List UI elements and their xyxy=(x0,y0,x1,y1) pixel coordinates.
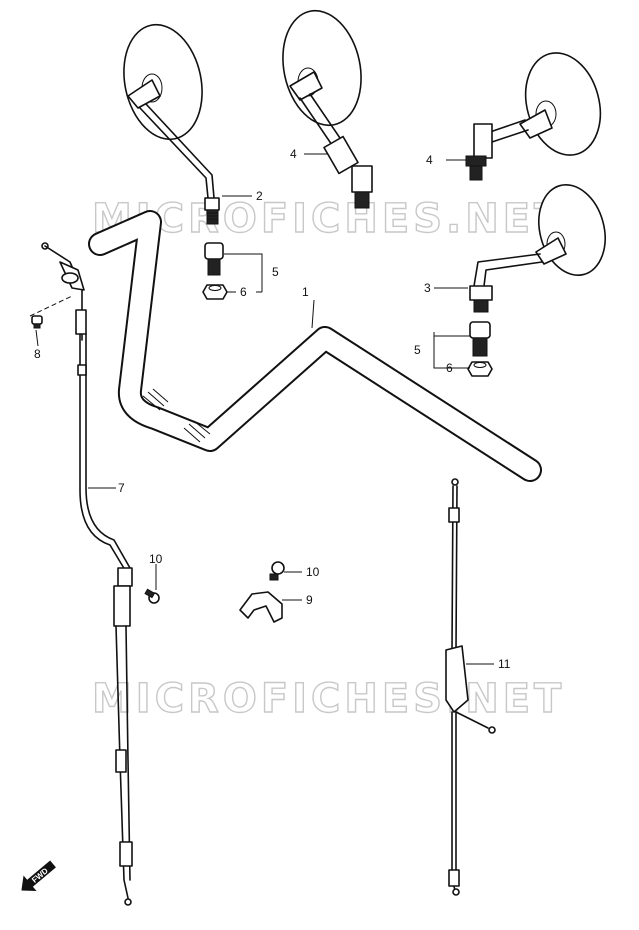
cable-11 xyxy=(445,478,496,896)
label-5-left: 5 xyxy=(272,265,279,279)
watermark-bottom: MICROFICHES.NET xyxy=(92,676,565,722)
mirror-right xyxy=(469,184,606,313)
adaptor-bolt-right xyxy=(469,321,491,357)
fwd-arrow-icon: FWD xyxy=(21,860,56,892)
mirror-adaptor-left xyxy=(282,9,373,209)
label-5-right: 5 xyxy=(414,343,421,357)
clamp-9 xyxy=(239,591,283,623)
label-9-clamp: 9 xyxy=(306,593,313,607)
label-3-mirror-right: 3 xyxy=(424,281,431,295)
label-6-left: 6 xyxy=(240,285,247,299)
label-2-mirror-left: 2 xyxy=(256,189,263,203)
label-6-right: 6 xyxy=(446,361,453,375)
label-1-handlebar: 1 xyxy=(302,285,309,299)
watermark-top: MICROFICHES.NET xyxy=(92,196,565,242)
label-10-bolt-left: 10 xyxy=(149,552,163,566)
label-11-cable: 11 xyxy=(498,657,511,671)
handlebar xyxy=(88,210,542,482)
label-4-right: 4 xyxy=(426,153,433,167)
screw-8 xyxy=(29,295,73,329)
label-10-bolt-center: 10 xyxy=(306,565,320,579)
bolt-10-left xyxy=(144,588,160,604)
mirror-adaptor-right xyxy=(465,52,602,181)
leader-lines xyxy=(35,153,494,665)
callouts: 1 2 3 4 4 5 5 6 6 7 8 9 10 10 11 xyxy=(34,147,511,671)
throttle-cable xyxy=(41,242,133,906)
label-8-screw: 8 xyxy=(34,347,41,361)
label-4-left: 4 xyxy=(290,147,297,161)
nut-left xyxy=(202,284,228,300)
mirror-left xyxy=(123,23,220,225)
adaptor-bolt-left xyxy=(204,242,224,276)
nut-right xyxy=(467,361,493,377)
bolt-10-center xyxy=(269,561,285,581)
label-7-throttle-cable: 7 xyxy=(118,481,125,495)
